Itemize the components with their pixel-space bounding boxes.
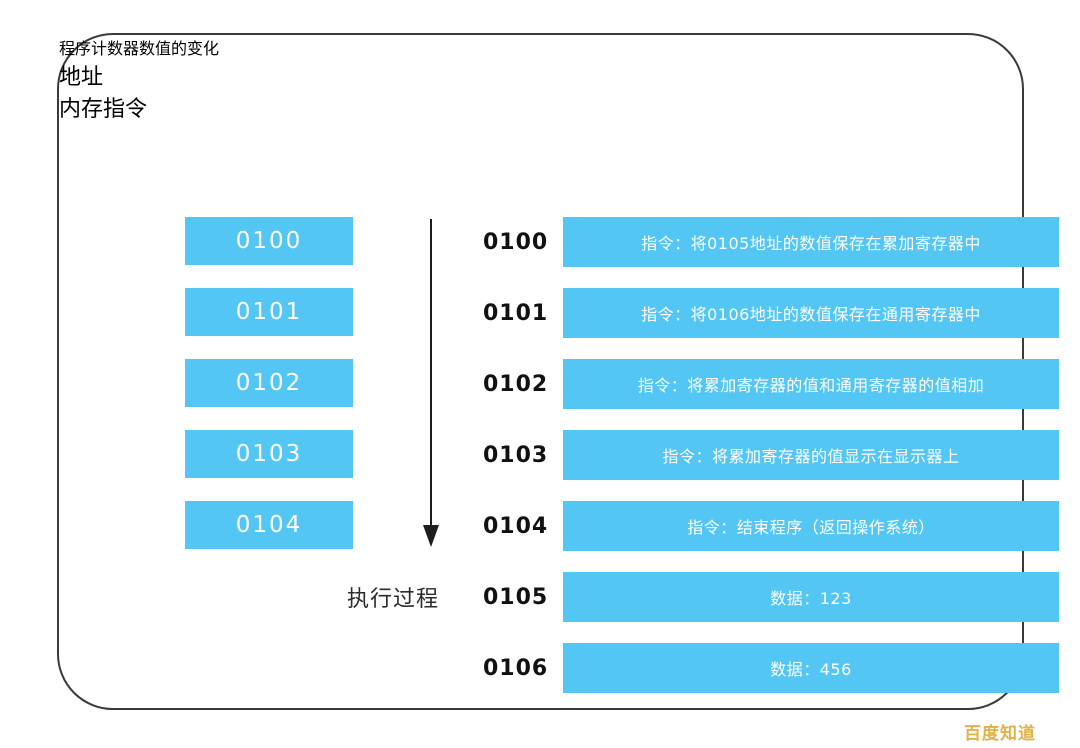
arrow-line-icon	[430, 219, 432, 531]
column-header-address: 地址	[59, 65, 104, 90]
memory-address: 0100	[483, 229, 549, 255]
memory-instruction-cell: 指令：将累加寄存器的值和通用寄存器的值相加	[563, 359, 1059, 409]
program-counter-box: 0101	[185, 288, 353, 336]
table-row: 0104 指令：结束程序（返回操作系统）	[483, 501, 1059, 551]
memory-instruction-cell: 指令：将0105地址的数值保存在累加寄存器中	[563, 217, 1059, 267]
table-row: 0103 指令：将累加寄存器的值显示在显示器上	[483, 430, 1059, 480]
memory-instruction-cell: 指令：将0106地址的数值保存在通用寄存器中	[563, 288, 1059, 338]
program-counter-box: 0100	[185, 217, 353, 265]
program-counter-box: 0104	[185, 501, 353, 549]
column-header-memory-instructions: 内存指令	[59, 97, 148, 122]
table-row: 0102 指令：将累加寄存器的值和通用寄存器的值相加	[483, 359, 1059, 409]
execution-flow-arrow	[419, 219, 443, 549]
memory-address: 0103	[483, 442, 549, 468]
column-header-program-counter: 程序计数器数值的变化	[59, 39, 220, 58]
memory-instruction-cell: 指令：结束程序（返回操作系统）	[563, 501, 1059, 551]
watermark: 百度知道	[964, 724, 1036, 744]
execution-flow-label: 执行过程	[347, 587, 440, 612]
table-row: 0100 指令：将0105地址的数值保存在累加寄存器中	[483, 217, 1059, 267]
memory-data-cell: 数据：123	[563, 572, 1059, 622]
table-row: 0106 数据：456	[483, 643, 1059, 693]
program-counter-box: 0102	[185, 359, 353, 407]
memory-data-cell: 数据：456	[563, 643, 1059, 693]
program-counter-list: 0100 0101 0102 0103 0104	[185, 217, 353, 572]
diagram-card: 程序计数器数值的变化 地址 内存指令 0100 0101 0102 0103 0…	[57, 33, 1059, 710]
memory-instruction-cell: 指令：将累加寄存器的值显示在显示器上	[563, 430, 1059, 480]
memory-address: 0101	[483, 300, 549, 326]
memory-address: 0106	[483, 655, 549, 681]
program-counter-box: 0103	[185, 430, 353, 478]
table-row: 0101 指令：将0106地址的数值保存在通用寄存器中	[483, 288, 1059, 338]
memory-address: 0102	[483, 371, 549, 397]
memory-table: 0100 指令：将0105地址的数值保存在累加寄存器中 0101 指令：将010…	[483, 217, 1059, 714]
memory-address: 0104	[483, 513, 549, 539]
memory-address: 0105	[483, 584, 549, 610]
table-row: 0105 数据：123	[483, 572, 1059, 622]
arrow-down-icon	[423, 525, 439, 547]
